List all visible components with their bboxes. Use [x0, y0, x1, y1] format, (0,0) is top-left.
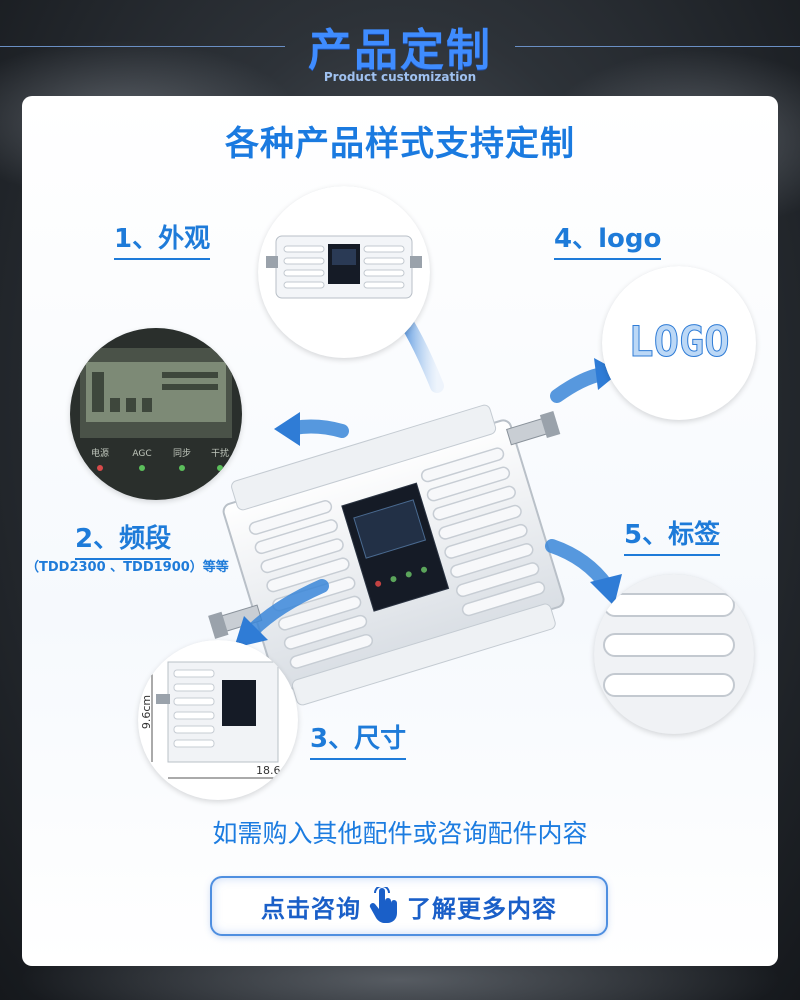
card-title: 各种产品样式支持定制: [225, 124, 575, 164]
tag-thumbnail: [594, 574, 754, 734]
repeater-device: [208, 404, 565, 706]
display-mark-agc: AGC: [132, 449, 151, 459]
logo-thumbnail: LOGO: [602, 266, 756, 420]
header-divider-left: [0, 46, 285, 47]
arrow-to-logo: [550, 358, 620, 403]
arrow-to-band: [274, 412, 349, 446]
page-subtitle: Product customization: [323, 70, 477, 84]
feature-label-size: 3、尺寸: [310, 718, 407, 760]
consult-button-right-text: 了解更多内容: [407, 894, 557, 923]
feature-label-appearance: 1、外观: [114, 218, 211, 260]
size-thumbnail: 9.6cm 18.6: [138, 640, 298, 800]
feature-label-band: 2、频段: [75, 518, 172, 560]
logo-placeholder-text: LOGO: [628, 317, 729, 366]
feature-label-logo: 4、logo: [554, 218, 662, 260]
display-mark-power: 电源: [91, 447, 109, 459]
hand-pointer-icon: [369, 887, 397, 923]
band-display-thumbnail: 电源 AGC 同步 干扰: [70, 328, 242, 500]
appearance-thumbnail: [258, 186, 430, 358]
page-title: 产品定制: [308, 25, 492, 76]
feature-label-tag: 5、标签: [624, 514, 721, 556]
display-mark-sync: 同步: [173, 448, 191, 459]
size-height-label: 9.6cm: [140, 695, 153, 729]
feature-band-detail: （TDD2300 、TDD1900）等等: [26, 560, 229, 575]
consult-button[interactable]: 点击咨询 了解更多内容: [212, 878, 606, 934]
display-mark-interference: 干扰: [211, 447, 229, 459]
arrow-to-tag: [545, 539, 622, 606]
page-header: 产品定制 Product customization: [0, 0, 800, 95]
main-product-illustration: [208, 292, 622, 706]
consult-button-left-text: 点击咨询: [261, 894, 361, 923]
customization-card: 各种产品样式支持定制: [22, 96, 778, 966]
arrow-to-size: [234, 579, 329, 648]
size-width-label: 18.6: [256, 764, 281, 777]
header-divider-right: [515, 46, 800, 47]
accessory-question: 如需购入其他配件或咨询配件内容: [212, 819, 588, 848]
